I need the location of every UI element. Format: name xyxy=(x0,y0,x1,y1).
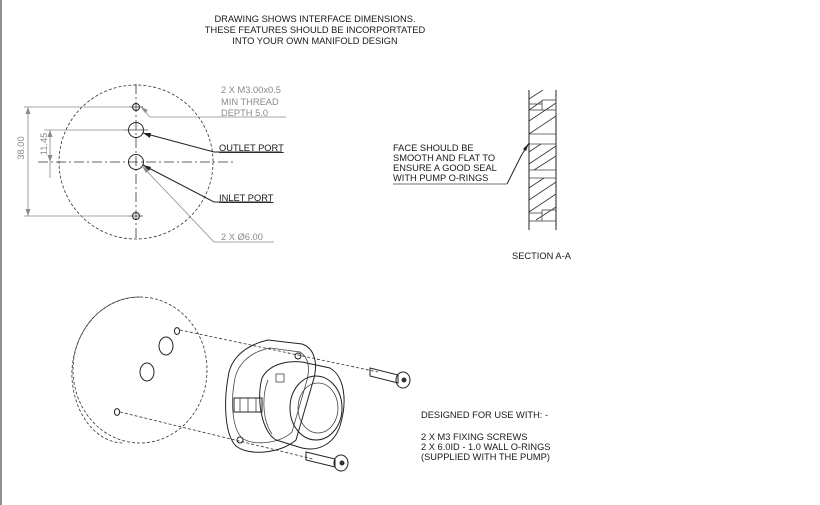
thread-callout: 2 X M3.00x0.5 MIN THREAD DEPTH 5.0 xyxy=(140,85,286,118)
dimension-ports: 11.45 xyxy=(39,129,126,178)
outlet-port-callout: OUTLET PORT xyxy=(142,132,284,153)
face-note-line-2: SMOOTH AND FLAT TO xyxy=(393,153,495,163)
port-diameter-note: 2 X Ø6.00 xyxy=(221,232,263,242)
usage-note-line-1: 2 X M3 FIXING SCREWS xyxy=(421,432,527,442)
thread-note-line-1: 2 X M3.00x0.5 xyxy=(221,85,281,95)
usage-note-heading: DESIGNED FOR USE WITH: - xyxy=(421,410,548,420)
pump-body xyxy=(225,339,345,453)
section-hatch-middle xyxy=(528,143,557,171)
header-note-line-2: THESE FEATURES SHOULD BE INCORPORTATED xyxy=(205,25,426,35)
usage-note: DESIGNED FOR USE WITH: - 2 X M3 FIXING S… xyxy=(421,410,551,462)
face-note-line-3: ENSURE A GOOD SEAL xyxy=(393,163,497,173)
section-view: FACE SHOULD BE SMOOTH AND FLAT TO ENSURE… xyxy=(393,89,572,261)
dimension-overall-value: 38.00 xyxy=(16,136,26,159)
pump-flange-hole-bottom xyxy=(236,436,244,444)
manifold-screw-hole-upper xyxy=(173,327,181,335)
header-note: DRAWING SHOWS INTERFACE DIMENSIONS. THES… xyxy=(205,14,426,46)
isometric-view xyxy=(71,296,411,472)
fixing-screw-upper xyxy=(369,367,411,389)
dimension-overall: 38.00 xyxy=(16,106,132,217)
header-note-line-3: INTO YOUR OWN MANIFOLD DESIGN xyxy=(232,36,397,46)
dimension-ports-value: 11.45 xyxy=(39,133,49,156)
inlet-port-callout: INLET PORT xyxy=(142,164,274,203)
section-hatch-bottom xyxy=(528,177,557,222)
thread-note-line-3: DEPTH 5.0 xyxy=(221,108,268,118)
face-note-line-4: WITH PUMP O-RINGS xyxy=(393,173,488,183)
manifold-disk xyxy=(71,296,208,444)
port-diameter-callout: 2 X Ø6.00 xyxy=(141,165,274,243)
assembly-line-upper xyxy=(179,329,379,373)
manifold-port-lower xyxy=(139,362,155,382)
manifold-port-upper xyxy=(158,336,174,356)
usage-note-line-2: 2 X 6.0ID - 1.0 WALL O-RINGS xyxy=(421,442,551,452)
outlet-port-label: OUTLET PORT xyxy=(219,143,284,153)
inlet-port-label: INLET PORT xyxy=(219,193,274,203)
header-note-line-1: DRAWING SHOWS INTERFACE DIMENSIONS. xyxy=(214,14,415,24)
pump-flange-hole-top xyxy=(294,352,302,360)
thread-note-line-2: MIN THREAD xyxy=(221,97,279,107)
face-note-line-1: FACE SHOULD BE xyxy=(393,143,474,153)
fixing-screw-lower xyxy=(305,451,349,472)
pump-motor-cap xyxy=(289,375,343,441)
usage-note-line-3: (SUPPLIED WITH THE PUMP) xyxy=(421,452,550,462)
assembly-line-lower xyxy=(119,411,314,460)
front-view: 38.00 11.45 2 X M3.00x0.5 MIN THREAD DEP… xyxy=(16,84,286,243)
section-title: SECTION A-A xyxy=(512,251,572,261)
manifold-screw-hole-lower xyxy=(113,408,121,416)
inlet-port xyxy=(128,154,144,170)
section-hatch-top xyxy=(528,89,557,135)
